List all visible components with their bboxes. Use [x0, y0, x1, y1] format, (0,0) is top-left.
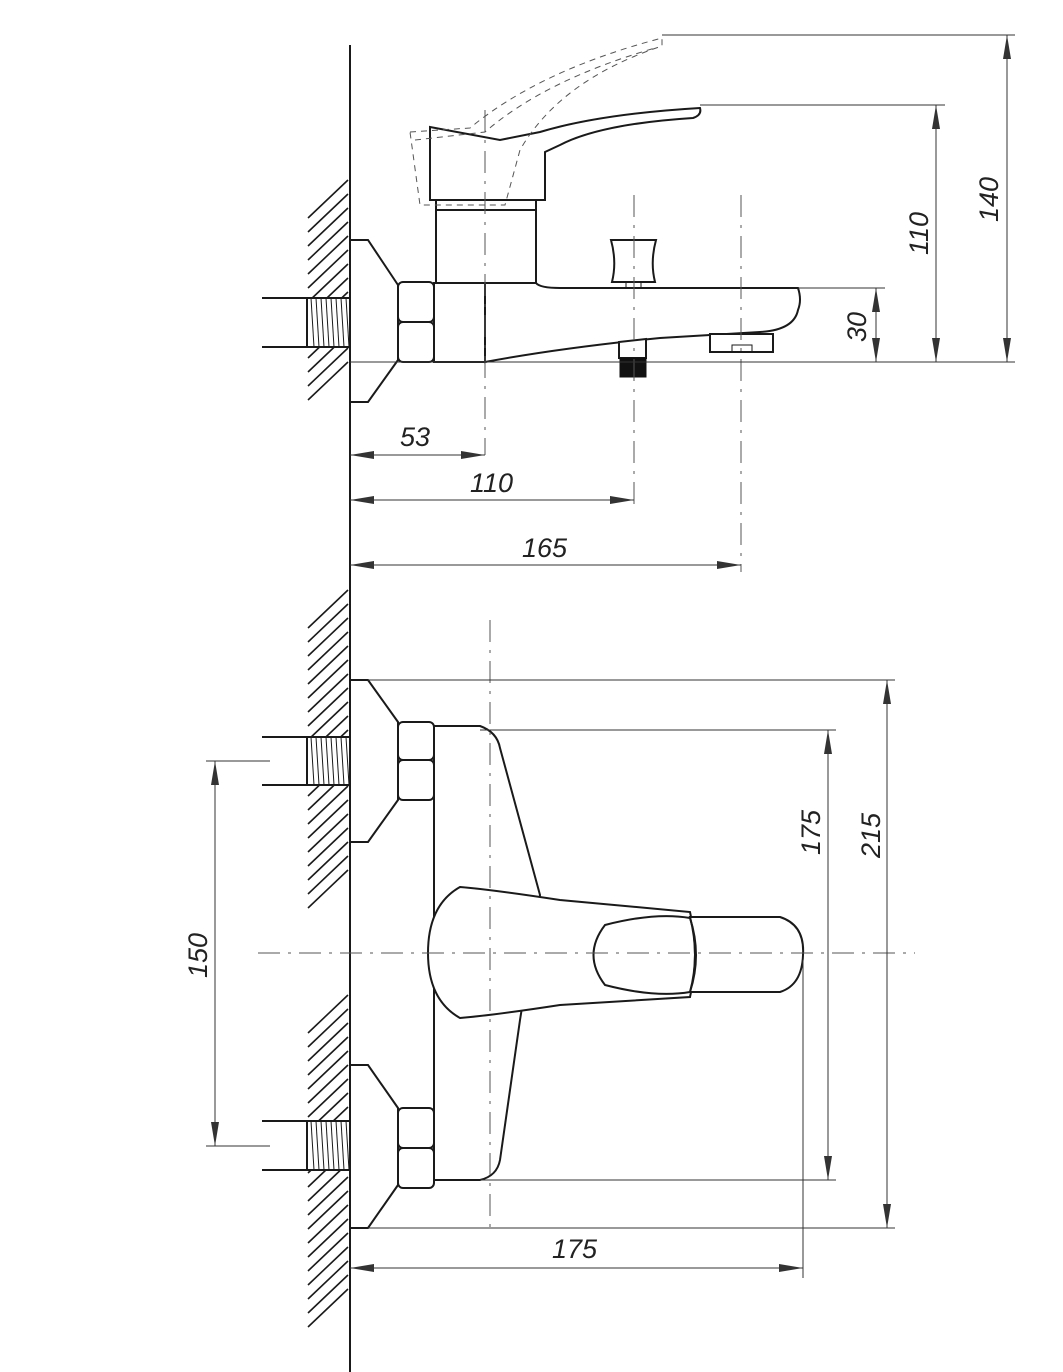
- wall: [307, 45, 351, 1372]
- dim-lever-reach: 175: [552, 1234, 598, 1264]
- top-view: [258, 620, 915, 1230]
- inlet-pipe-upper: [262, 736, 351, 786]
- dim-inlet-spacing: 150: [183, 933, 213, 978]
- lever-handle-side: [429, 106, 702, 201]
- spout-side: [484, 282, 801, 364]
- top-view-dimensions: 215 175 150 175: [183, 679, 895, 1278]
- dim-total-length: 215: [856, 812, 886, 859]
- escutcheon-lower: [349, 1064, 399, 1229]
- dim-outlet-offset: 110: [470, 468, 513, 498]
- lever-recess: [592, 915, 697, 995]
- wall-hatching-top: [307, 179, 349, 401]
- escutcheon-side: [349, 239, 399, 403]
- diverter-knob-side: [609, 239, 658, 283]
- dim-lever-offset: 53: [400, 422, 430, 452]
- lever-grip-top: [688, 916, 805, 993]
- escutcheon-upper: [349, 679, 399, 843]
- hex-nut-side: [397, 281, 435, 363]
- side-view: [262, 37, 885, 572]
- hex-nut-lower: [397, 1107, 435, 1189]
- inlet-pipe-lower: [262, 1120, 351, 1171]
- aerator-side: [709, 333, 774, 353]
- dim-lever-height: 110: [904, 212, 934, 255]
- dim-spout-reach: 165: [522, 533, 568, 563]
- hex-nut-upper: [397, 721, 435, 801]
- dim-spout-height: 30: [842, 312, 872, 342]
- dim-raised-lever-height: 140: [974, 177, 1004, 222]
- shower-outlet-side: [618, 337, 647, 359]
- side-view-dimensions: 53 110 165 30 110 140: [350, 34, 1015, 569]
- inlet-pipe-side: [262, 297, 351, 348]
- lever-raised-ghost: [409, 37, 663, 206]
- shower-outlet-thread: [619, 357, 647, 378]
- mixer-column: [435, 209, 537, 284]
- dim-body-length: 175: [796, 809, 826, 855]
